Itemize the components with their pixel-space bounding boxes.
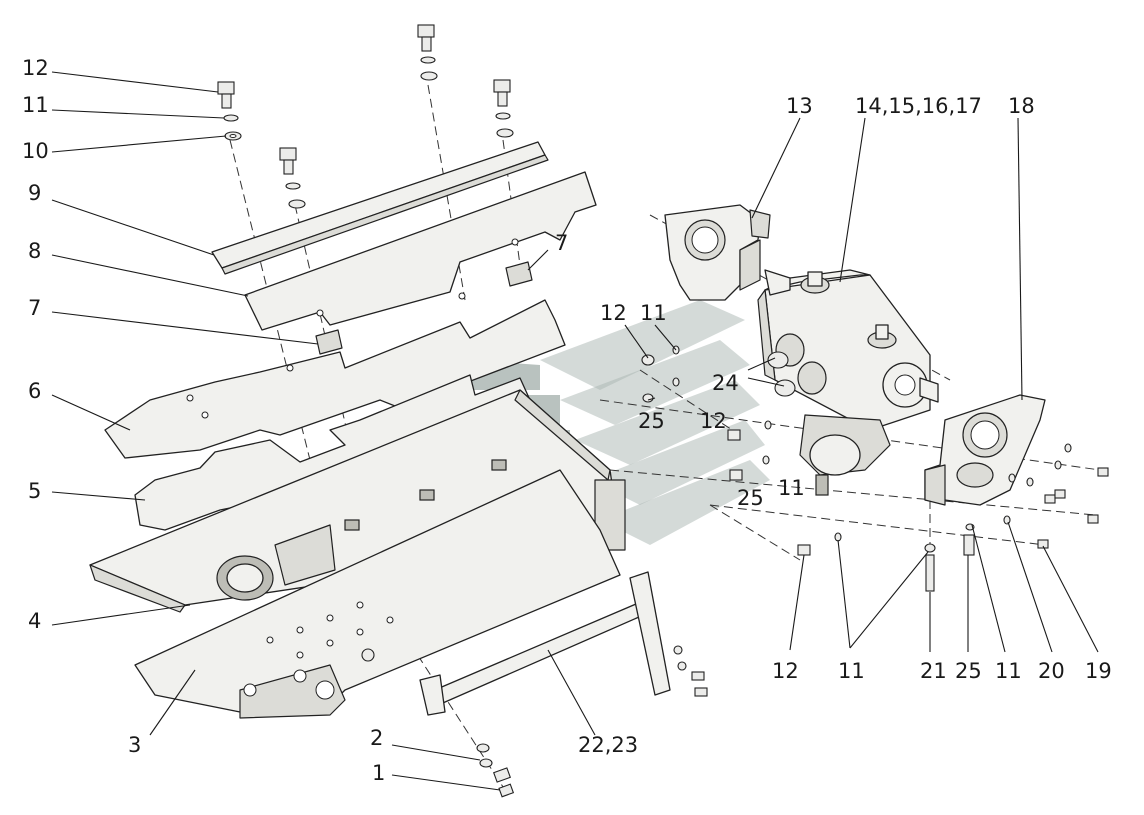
part-9-strip [211,141,549,275]
bolt-set-left [217,81,242,141]
leader-lines [51,71,1099,791]
part-13-bracket [664,204,771,301]
channel-bolts [344,459,507,531]
part-3-housing [134,469,621,719]
callout-18: 18 [1008,94,1035,118]
gearbox-fasteners [641,345,1109,592]
bolt-set-bottom [476,743,515,798]
callout-8: 8 [28,239,41,263]
callout-24: 24 [712,371,739,395]
callout-2: 2 [370,726,383,750]
callout-11: 11 [778,476,805,500]
callout-25: 25 [955,659,982,683]
callout-7: 7 [28,296,41,320]
housing-holes [266,601,394,659]
callout-25: 25 [638,409,665,433]
callout-11: 11 [22,93,49,117]
callout-25: 25 [737,486,764,510]
callout-12: 12 [600,301,627,325]
callout-22-23: 22,23 [578,733,638,757]
callout-21: 21 [920,659,947,683]
callout-7: 7 [555,231,568,255]
callout-10: 10 [22,139,49,163]
bolt-set-mid-left [279,147,306,209]
part-14-gearbox [757,269,939,496]
part-8-plate [244,171,597,331]
part-6-plate [104,299,566,459]
bolt-set-top [417,24,438,81]
callout-4: 4 [28,609,41,633]
callout-14-17: 14,15,16,17 [855,94,982,118]
callout-12: 12 [22,56,49,80]
callout-19: 19 [1085,659,1112,683]
callout-11: 11 [838,659,865,683]
callout-1: 1 [372,761,385,785]
callout-labels: 12 11 10 9 8 7 7 6 5 4 3 2 1 22,23 13 14… [22,56,1112,785]
callout-12: 12 [772,659,799,683]
callout-13: 13 [786,94,813,118]
callout-9: 9 [28,181,41,205]
callout-6: 6 [28,379,41,403]
callout-11: 11 [640,301,667,325]
part-22-shaft [419,571,708,716]
part-7-plates [315,261,533,355]
callout-12: 12 [700,409,727,433]
bolt-set-right [493,79,514,138]
callout-20: 20 [1038,659,1065,683]
callout-5: 5 [28,479,41,503]
callout-11: 11 [995,659,1022,683]
callout-3: 3 [128,733,141,757]
part-18-bracket [924,394,1046,506]
